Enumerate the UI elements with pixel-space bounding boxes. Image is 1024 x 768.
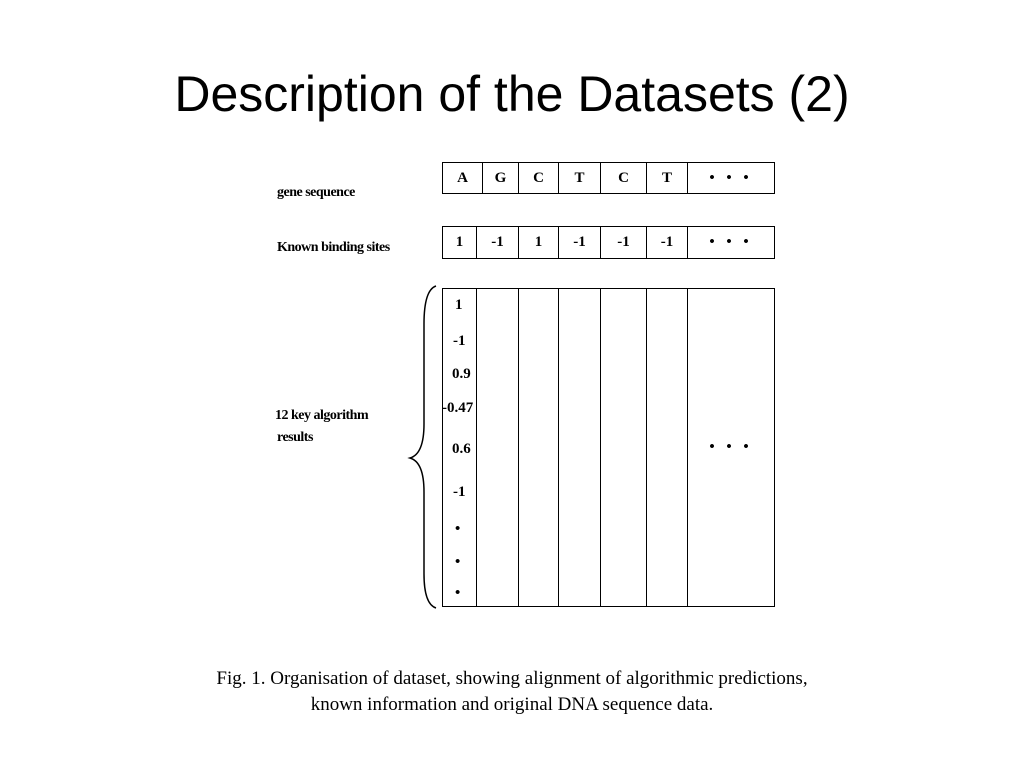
gene-cell: C [519, 163, 559, 193]
score-value: 0.6 [452, 441, 471, 457]
binding-cell: -1 [477, 227, 519, 258]
binding-sites-row: 1 -1 1 -1 -1 -1 • • • [442, 226, 775, 259]
score-value: -0.47 [442, 400, 474, 416]
binding-cell: 1 [443, 227, 477, 258]
binding-cell: 1 [519, 227, 559, 258]
algorithm-column [647, 289, 688, 606]
algorithm-column [477, 289, 519, 606]
binding-cell: -1 [601, 227, 647, 258]
gene-ellipsis: • • • [709, 169, 753, 186]
slide-title: Description of the Datasets (2) [174, 66, 850, 122]
score-value: 1 [455, 297, 463, 313]
binding-cell: -1 [559, 227, 601, 258]
gene-cell: C [601, 163, 647, 193]
figure-caption: Fig. 1. Organisation of dataset, showing… [0, 666, 1024, 718]
caption-line2: known information and original DNA seque… [310, 694, 714, 715]
binding-sites-label: Known binding sites [277, 240, 390, 255]
gene-cell: G [483, 163, 519, 193]
gene-cell: T [559, 163, 601, 193]
score-dot: • [455, 585, 461, 601]
gene-sequence-row: A G C T C T • • • [442, 162, 775, 194]
algorithm-column [519, 289, 559, 606]
algorithm-ellipsis: • • • [709, 439, 753, 455]
gene-cell: T [647, 163, 688, 193]
curly-brace-icon [407, 285, 437, 609]
score-dot: • [455, 521, 461, 537]
score-dot: • [455, 554, 461, 570]
algorithm-results-grid: • • • [442, 288, 775, 607]
gene-cell: A [443, 163, 483, 193]
score-value: 0.9 [452, 366, 471, 382]
algorithm-column [559, 289, 601, 606]
algorithm-column [443, 289, 477, 606]
algorithm-column [601, 289, 647, 606]
score-value: -1 [453, 484, 466, 500]
algorithm-results-label-line1: 12 key algorithm [275, 408, 369, 423]
algorithm-results-label-line2: results [277, 430, 313, 445]
score-value: -1 [453, 333, 466, 349]
binding-cell: -1 [647, 227, 688, 258]
gene-sequence-label: gene sequence [277, 185, 355, 200]
caption-line1: Fig. 1. Organisation of dataset, showing… [216, 668, 808, 689]
binding-ellipsis: • • • [709, 234, 753, 250]
